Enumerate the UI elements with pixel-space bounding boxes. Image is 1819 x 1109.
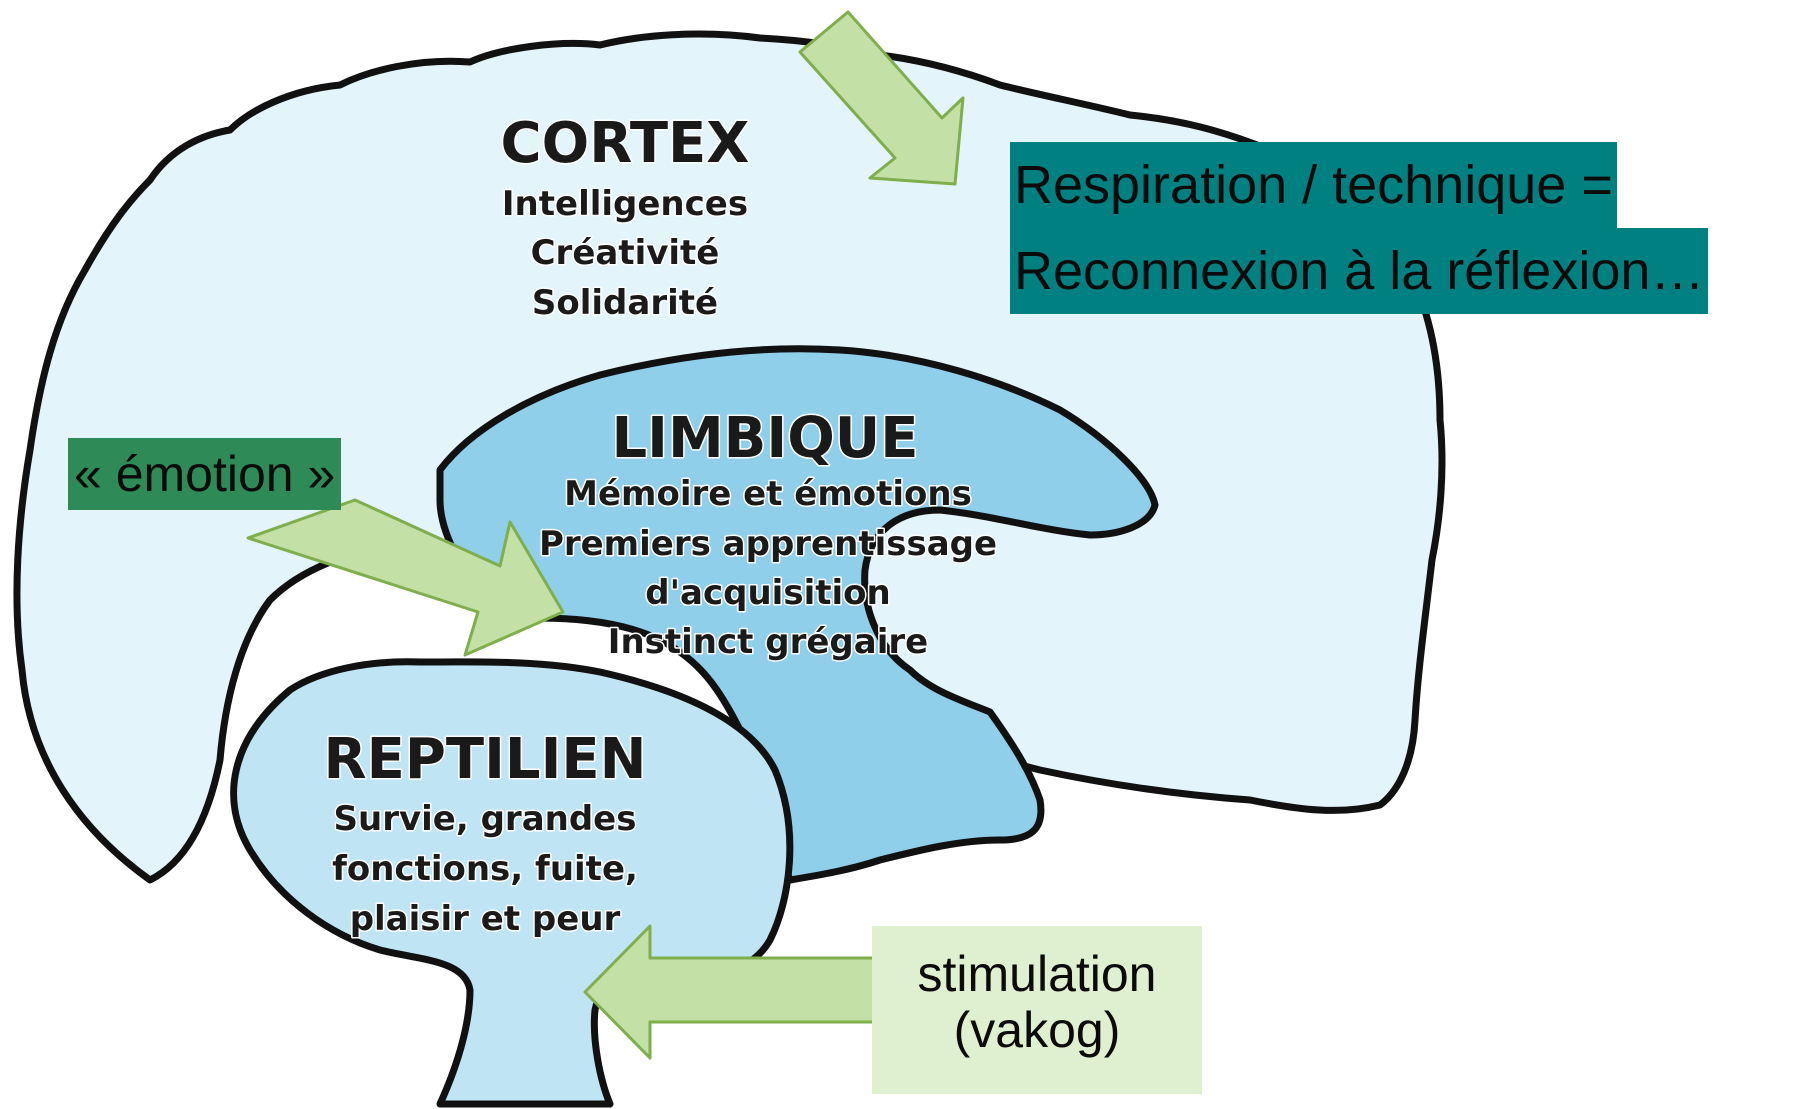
cortex-title: CORTEX	[501, 111, 750, 176]
reptilien-title: REPTILIEN	[323, 727, 646, 792]
cortex-line: Créativité	[531, 233, 720, 273]
stimulation-callout: stimulation (vakog)	[872, 926, 1202, 1094]
reptilien-line: fonctions, fuite,	[332, 849, 638, 889]
stimulation-line2: (vakog)	[872, 1002, 1202, 1058]
reptilien-line: Survie, grandes	[334, 799, 637, 839]
respiration-callout-line2: Reconnexion à la réflexion…	[1010, 228, 1708, 314]
cortex-line: Solidarité	[532, 283, 718, 323]
cortex-line: Intelligences	[502, 184, 748, 224]
limbique-line: Premiers apprentissage	[539, 524, 997, 564]
emotion-callout: « émotion »	[68, 438, 341, 510]
stimulation-line1: stimulation	[872, 946, 1202, 1002]
limbique-line: d'acquisition	[645, 573, 890, 613]
limbique-line: Instinct grégaire	[608, 622, 928, 662]
reptilien-line: plaisir et peur	[350, 899, 621, 939]
limbique-title: LIMBIQUE	[611, 406, 918, 471]
limbique-line: Mémoire et émotions	[564, 474, 972, 514]
respiration-callout-line1: Respiration / technique =	[1010, 142, 1617, 228]
